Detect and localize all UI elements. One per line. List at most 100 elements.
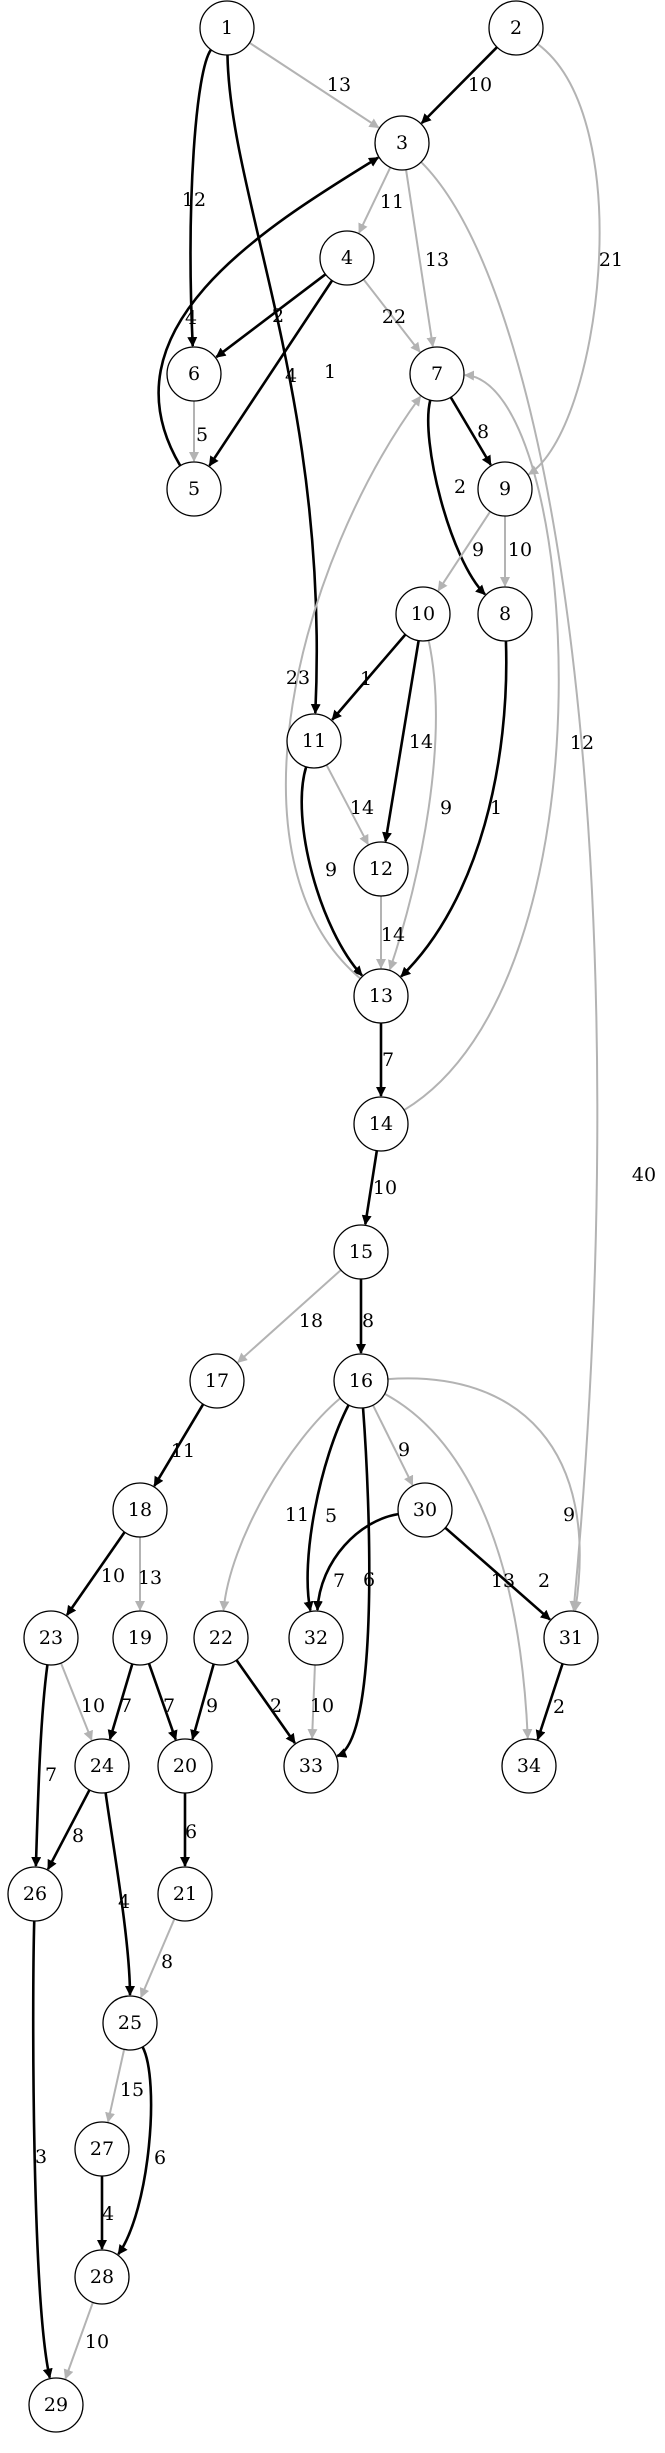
node-label: 20 — [173, 1755, 197, 1777]
edge-5-to-3 — [157, 156, 379, 467]
edge-weight-label: 13 — [491, 1570, 515, 1592]
node-circle — [353, 841, 409, 897]
edge-8-to-13 — [400, 640, 508, 978]
node-label: 19 — [128, 1627, 152, 1649]
edge-26-to-29 — [31, 1920, 53, 2379]
edge-weight-label: 11 — [285, 1504, 309, 1526]
node-label: 15 — [349, 1241, 373, 1263]
edge-21-to-25 — [139, 1918, 176, 1999]
node-9: 9 — [477, 461, 533, 517]
node-circle — [397, 1482, 453, 1538]
edge-1-to-3 — [249, 41, 380, 129]
node-19: 19 — [112, 1610, 168, 1666]
edge-weight-label: 15 — [120, 2079, 144, 2101]
node-26: 26 — [7, 1866, 63, 1922]
node-circle — [7, 1866, 63, 1922]
node-15: 15 — [333, 1224, 389, 1280]
node-label: 26 — [23, 1883, 47, 1905]
node-label: 28 — [90, 2266, 114, 2288]
edge-31-to-34 — [535, 1663, 564, 1741]
node-circle — [166, 346, 222, 402]
edge-weight-label: 10 — [81, 1695, 105, 1717]
node-3: 3 — [374, 115, 430, 171]
edge-30-to-31 — [444, 1526, 551, 1621]
node-circle — [353, 1096, 409, 1152]
edge-weight-label: 11 — [171, 1440, 195, 1462]
edge-weight-label: 8 — [477, 421, 489, 443]
edge-weight-label: 1 — [324, 361, 336, 383]
node-circle — [193, 1610, 249, 1666]
node-34: 34 — [501, 1738, 557, 1794]
node-label: 11 — [302, 730, 326, 752]
node-10: 10 — [395, 586, 451, 642]
node-label: 34 — [517, 1755, 541, 1777]
node-12: 12 — [353, 841, 409, 897]
node-circle — [112, 1482, 168, 1538]
node-7: 7 — [409, 346, 465, 402]
edge-16-to-30 — [372, 1404, 414, 1486]
edge-weight-label: 40 — [632, 1164, 656, 1186]
node-circle — [286, 713, 342, 769]
edge-25-to-27 — [105, 2049, 126, 2123]
node-circle — [157, 1738, 213, 1794]
edge-weight-label: 4 — [118, 1891, 130, 1913]
node-label: 16 — [349, 1370, 373, 1392]
node-circle — [353, 968, 409, 1024]
edge-17-to-18 — [153, 1403, 205, 1487]
node-4: 4 — [319, 230, 375, 286]
edge-10-to-12 — [382, 640, 420, 843]
edge-25-to-28 — [117, 2046, 153, 2256]
edge-weight-label: 22 — [382, 306, 406, 328]
node-circle — [74, 1738, 130, 1794]
node-circle — [288, 1610, 344, 1666]
node-circle — [477, 461, 533, 517]
node-31: 31 — [543, 1610, 599, 1666]
edge-16-to-32 — [303, 1404, 350, 1612]
node-8: 8 — [477, 586, 533, 642]
node-32: 32 — [288, 1610, 344, 1666]
edge-18-to-23 — [65, 1531, 126, 1616]
edge-weight-label: 4 — [285, 365, 297, 387]
edge-7-to-9 — [449, 396, 492, 466]
edge-weight-label: 13 — [138, 1567, 162, 1589]
edge-4-to-7 — [362, 278, 421, 353]
edge-weight-label: 3 — [35, 2146, 47, 2168]
node-label: 33 — [299, 1755, 323, 1777]
edge-weight-label: 9 — [398, 1439, 410, 1461]
node-circle — [102, 1995, 158, 2051]
edge-weight-label: 6 — [154, 2147, 166, 2169]
node-label: 14 — [369, 1113, 393, 1135]
edge-16-to-33 — [336, 1407, 371, 1758]
edge-weight-label: 10 — [468, 74, 492, 96]
edge-23-to-26 — [31, 1664, 49, 1868]
node-label: 10 — [411, 603, 435, 625]
edge-23-to-24 — [60, 1662, 93, 1741]
edge-weight-label: 9 — [472, 539, 484, 561]
edge-3-to-7 — [405, 169, 437, 348]
node-circle — [543, 1610, 599, 1666]
node-label: 9 — [499, 478, 511, 500]
node-circle — [333, 1353, 389, 1409]
node-17: 17 — [189, 1353, 245, 1409]
edge-7-to-8 — [426, 399, 486, 596]
edge-weight-label: 2 — [270, 1695, 282, 1717]
node-circle — [477, 586, 533, 642]
node-label: 17 — [205, 1370, 229, 1392]
node-label: 31 — [559, 1627, 583, 1649]
edge-weight-label: 2 — [538, 1570, 550, 1592]
edge-30-to-32 — [312, 1512, 399, 1612]
edge-19-to-24 — [107, 1663, 134, 1741]
node-label: 25 — [118, 2012, 142, 2034]
edge-weight-label: 7 — [333, 1570, 345, 1592]
edge-weight-label: 14 — [381, 924, 405, 946]
node-30: 30 — [397, 1482, 453, 1538]
edge-15-to-17 — [237, 1269, 342, 1364]
edge-weight-label: 13 — [425, 249, 449, 271]
node-13: 13 — [353, 968, 409, 1024]
node-6: 6 — [166, 346, 222, 402]
edge-weight-label: 9 — [440, 797, 452, 819]
edge-2-to-3 — [420, 46, 498, 125]
node-circle — [283, 1738, 339, 1794]
